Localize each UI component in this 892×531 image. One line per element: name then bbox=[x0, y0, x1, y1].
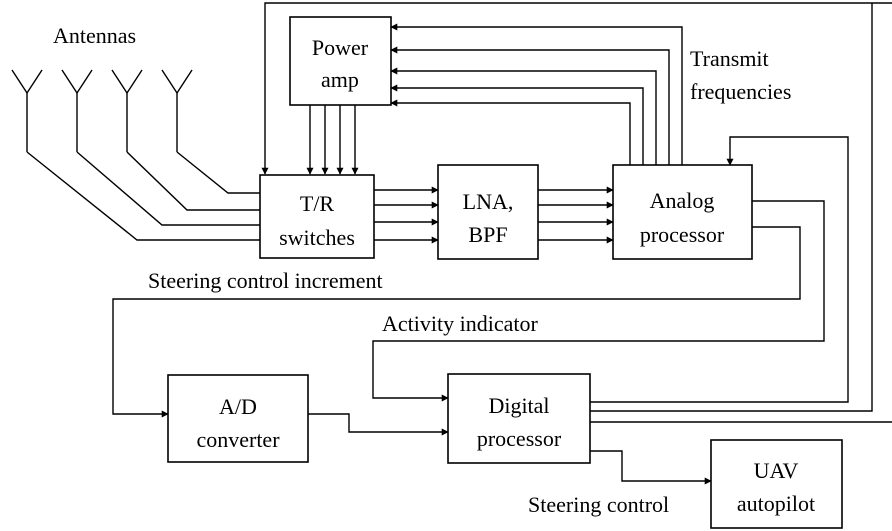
digital-feedback-line-2 bbox=[590, 3, 873, 412]
power-amp-box: Power amp bbox=[289, 16, 392, 106]
antennas-label: Antennas bbox=[53, 23, 136, 48]
antenna-icon bbox=[111, 69, 143, 152]
svg-text:Power: Power bbox=[312, 35, 369, 60]
svg-text:processor: processor bbox=[640, 222, 725, 247]
activity-indicator-line bbox=[372, 200, 825, 402]
antenna-icon bbox=[61, 69, 93, 152]
analog-processor-box: Analog processor bbox=[612, 164, 753, 260]
svg-text:Analog: Analog bbox=[650, 188, 715, 213]
tr-switches-box: T/R switches bbox=[259, 174, 375, 259]
svg-text:BPF: BPF bbox=[468, 222, 507, 247]
digital-to-analog-line bbox=[590, 136, 849, 403]
antenna-icon bbox=[11, 69, 43, 152]
svg-text:Digital: Digital bbox=[488, 393, 549, 418]
antenna-icon bbox=[161, 69, 193, 152]
svg-text:switches: switches bbox=[279, 225, 355, 250]
transmit-label: Transmit bbox=[690, 46, 769, 71]
tr-control-line bbox=[261, 2, 892, 175]
svg-text:converter: converter bbox=[196, 427, 280, 452]
lna-to-analog-arrows bbox=[538, 186, 614, 244]
activity-indicator-label: Activity indicator bbox=[382, 311, 538, 336]
svg-text:T/R: T/R bbox=[300, 191, 335, 216]
svg-text:UAV: UAV bbox=[754, 458, 799, 483]
steering-increment-line bbox=[112, 226, 801, 418]
frequencies-label: frequencies bbox=[690, 79, 791, 104]
steering-increment-label: Steering control increment bbox=[148, 268, 383, 293]
tr-to-lna-arrows bbox=[374, 186, 439, 244]
uav-autopilot-box: UAV autopilot bbox=[710, 439, 843, 529]
transmit-frequency-lines bbox=[390, 23, 683, 165]
ad-converter-box: A/D converter bbox=[167, 374, 309, 463]
steering-control-line bbox=[590, 450, 712, 485]
steering-control-label: Steering control bbox=[528, 492, 669, 517]
antenna-feed-lines bbox=[26, 151, 260, 241]
ad-to-digital-line bbox=[308, 413, 449, 436]
digital-processor-box: Digital processor bbox=[447, 373, 591, 464]
svg-text:autopilot: autopilot bbox=[737, 491, 815, 516]
lna-bpf-box: LNA, BPF bbox=[437, 164, 539, 260]
power-amp-to-tr-arrows bbox=[306, 105, 359, 175]
svg-text:amp: amp bbox=[321, 67, 359, 92]
svg-text:LNA,: LNA, bbox=[463, 189, 514, 214]
svg-text:processor: processor bbox=[477, 426, 562, 451]
svg-text:A/D: A/D bbox=[219, 394, 257, 419]
